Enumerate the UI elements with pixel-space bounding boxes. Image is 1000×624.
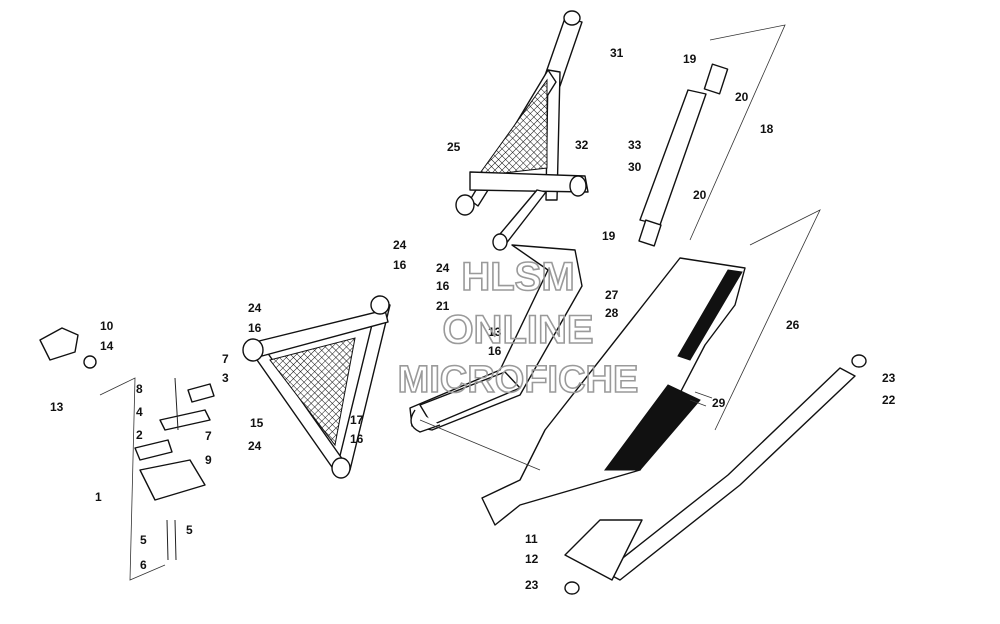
callout-26: 26 — [786, 318, 800, 332]
callout-19-top: 19 — [683, 52, 697, 66]
callout-4: 4 — [136, 405, 143, 419]
callout-28: 28 — [605, 306, 619, 320]
upper-frame-assembly — [455, 10, 589, 251]
left-hardware — [39, 327, 215, 561]
callout-2: 2 — [136, 428, 143, 442]
callout-21: 21 — [436, 299, 450, 313]
callout-23-right: 23 — [882, 371, 896, 385]
mount-bracket — [638, 63, 729, 247]
callout-14: 14 — [100, 339, 114, 353]
callout-13-mid: 13 — [488, 325, 502, 339]
callout-23-bottom: 23 — [525, 578, 539, 592]
callout-16-left: 16 — [248, 321, 262, 335]
callout-27: 27 — [605, 288, 619, 302]
callout-31: 31 — [610, 46, 624, 60]
callout-9: 9 — [205, 453, 212, 467]
watermark-line-2: ONLINE — [442, 308, 593, 352]
callout-19-bottom: 19 — [602, 229, 616, 243]
callout-10: 10 — [100, 319, 114, 333]
callout-22: 22 — [882, 393, 896, 407]
callout-16-mid: 16 — [436, 279, 450, 293]
callout-20-bottom: 20 — [693, 188, 707, 202]
callout-6: 6 — [140, 558, 147, 572]
callout-7-bottom: 7 — [205, 429, 212, 443]
lower-frame-assembly — [242, 295, 391, 479]
callout-24-left: 24 — [248, 301, 262, 315]
watermark-line-3: MICROFICHE — [398, 359, 639, 401]
callout-16-lower-mid: 16 — [488, 344, 502, 358]
long-bar — [564, 354, 867, 595]
callouts: 31 19 20 18 25 32 33 30 20 19 24 16 24 1… — [50, 46, 896, 592]
callout-16-upper: 16 — [393, 258, 407, 272]
callout-33: 33 — [628, 138, 642, 152]
long-tube — [409, 244, 583, 433]
callout-8: 8 — [136, 382, 143, 396]
callout-5-left: 5 — [140, 533, 147, 547]
callout-3: 3 — [222, 371, 229, 385]
callout-24-upper: 24 — [393, 238, 407, 252]
callout-30: 30 — [628, 160, 642, 174]
callout-24-mid: 24 — [436, 261, 450, 275]
callout-20-top: 20 — [735, 90, 749, 104]
callout-25: 25 — [447, 140, 461, 154]
callout-16-lower: 16 — [350, 432, 364, 446]
callout-29: 29 — [712, 396, 726, 410]
leader-lines — [99, 24, 821, 581]
side-panel — [481, 257, 746, 526]
callout-12: 12 — [525, 552, 539, 566]
callout-13-left: 13 — [50, 400, 64, 414]
callout-24-lower: 24 — [248, 439, 262, 453]
callout-1: 1 — [95, 490, 102, 504]
callout-15: 15 — [250, 416, 264, 430]
watermark: HLSM ONLINE MICROFICHE — [397, 254, 639, 402]
callout-18: 18 — [760, 122, 774, 136]
callout-7-top: 7 — [222, 352, 229, 366]
callout-5-right: 5 — [186, 523, 193, 537]
watermark-line-1: HLSM — [461, 255, 574, 299]
callout-32: 32 — [575, 138, 589, 152]
callout-11: 11 — [525, 532, 538, 546]
callout-17: 17 — [350, 413, 364, 427]
